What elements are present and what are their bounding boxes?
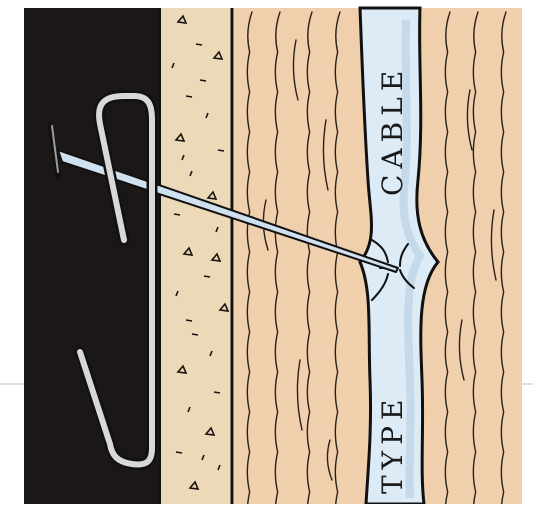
plaster-speckle bbox=[176, 452, 182, 453]
plaster-speckle bbox=[174, 214, 180, 215]
plaster-speckle bbox=[204, 276, 210, 277]
plaster-speckle bbox=[200, 80, 206, 81]
plaster-speckle bbox=[186, 320, 192, 321]
plaster-speckle bbox=[196, 44, 202, 45]
plaster-layer bbox=[160, 8, 232, 504]
plaster-speckle bbox=[186, 96, 192, 97]
plaster-speckle bbox=[192, 334, 198, 335]
dark-backing bbox=[24, 8, 160, 504]
cable-label-lower: TYPE bbox=[376, 394, 409, 494]
cable-label-upper: CABLE bbox=[376, 65, 409, 196]
plaster-speckle bbox=[218, 150, 224, 151]
plaster-speckle bbox=[214, 392, 220, 393]
